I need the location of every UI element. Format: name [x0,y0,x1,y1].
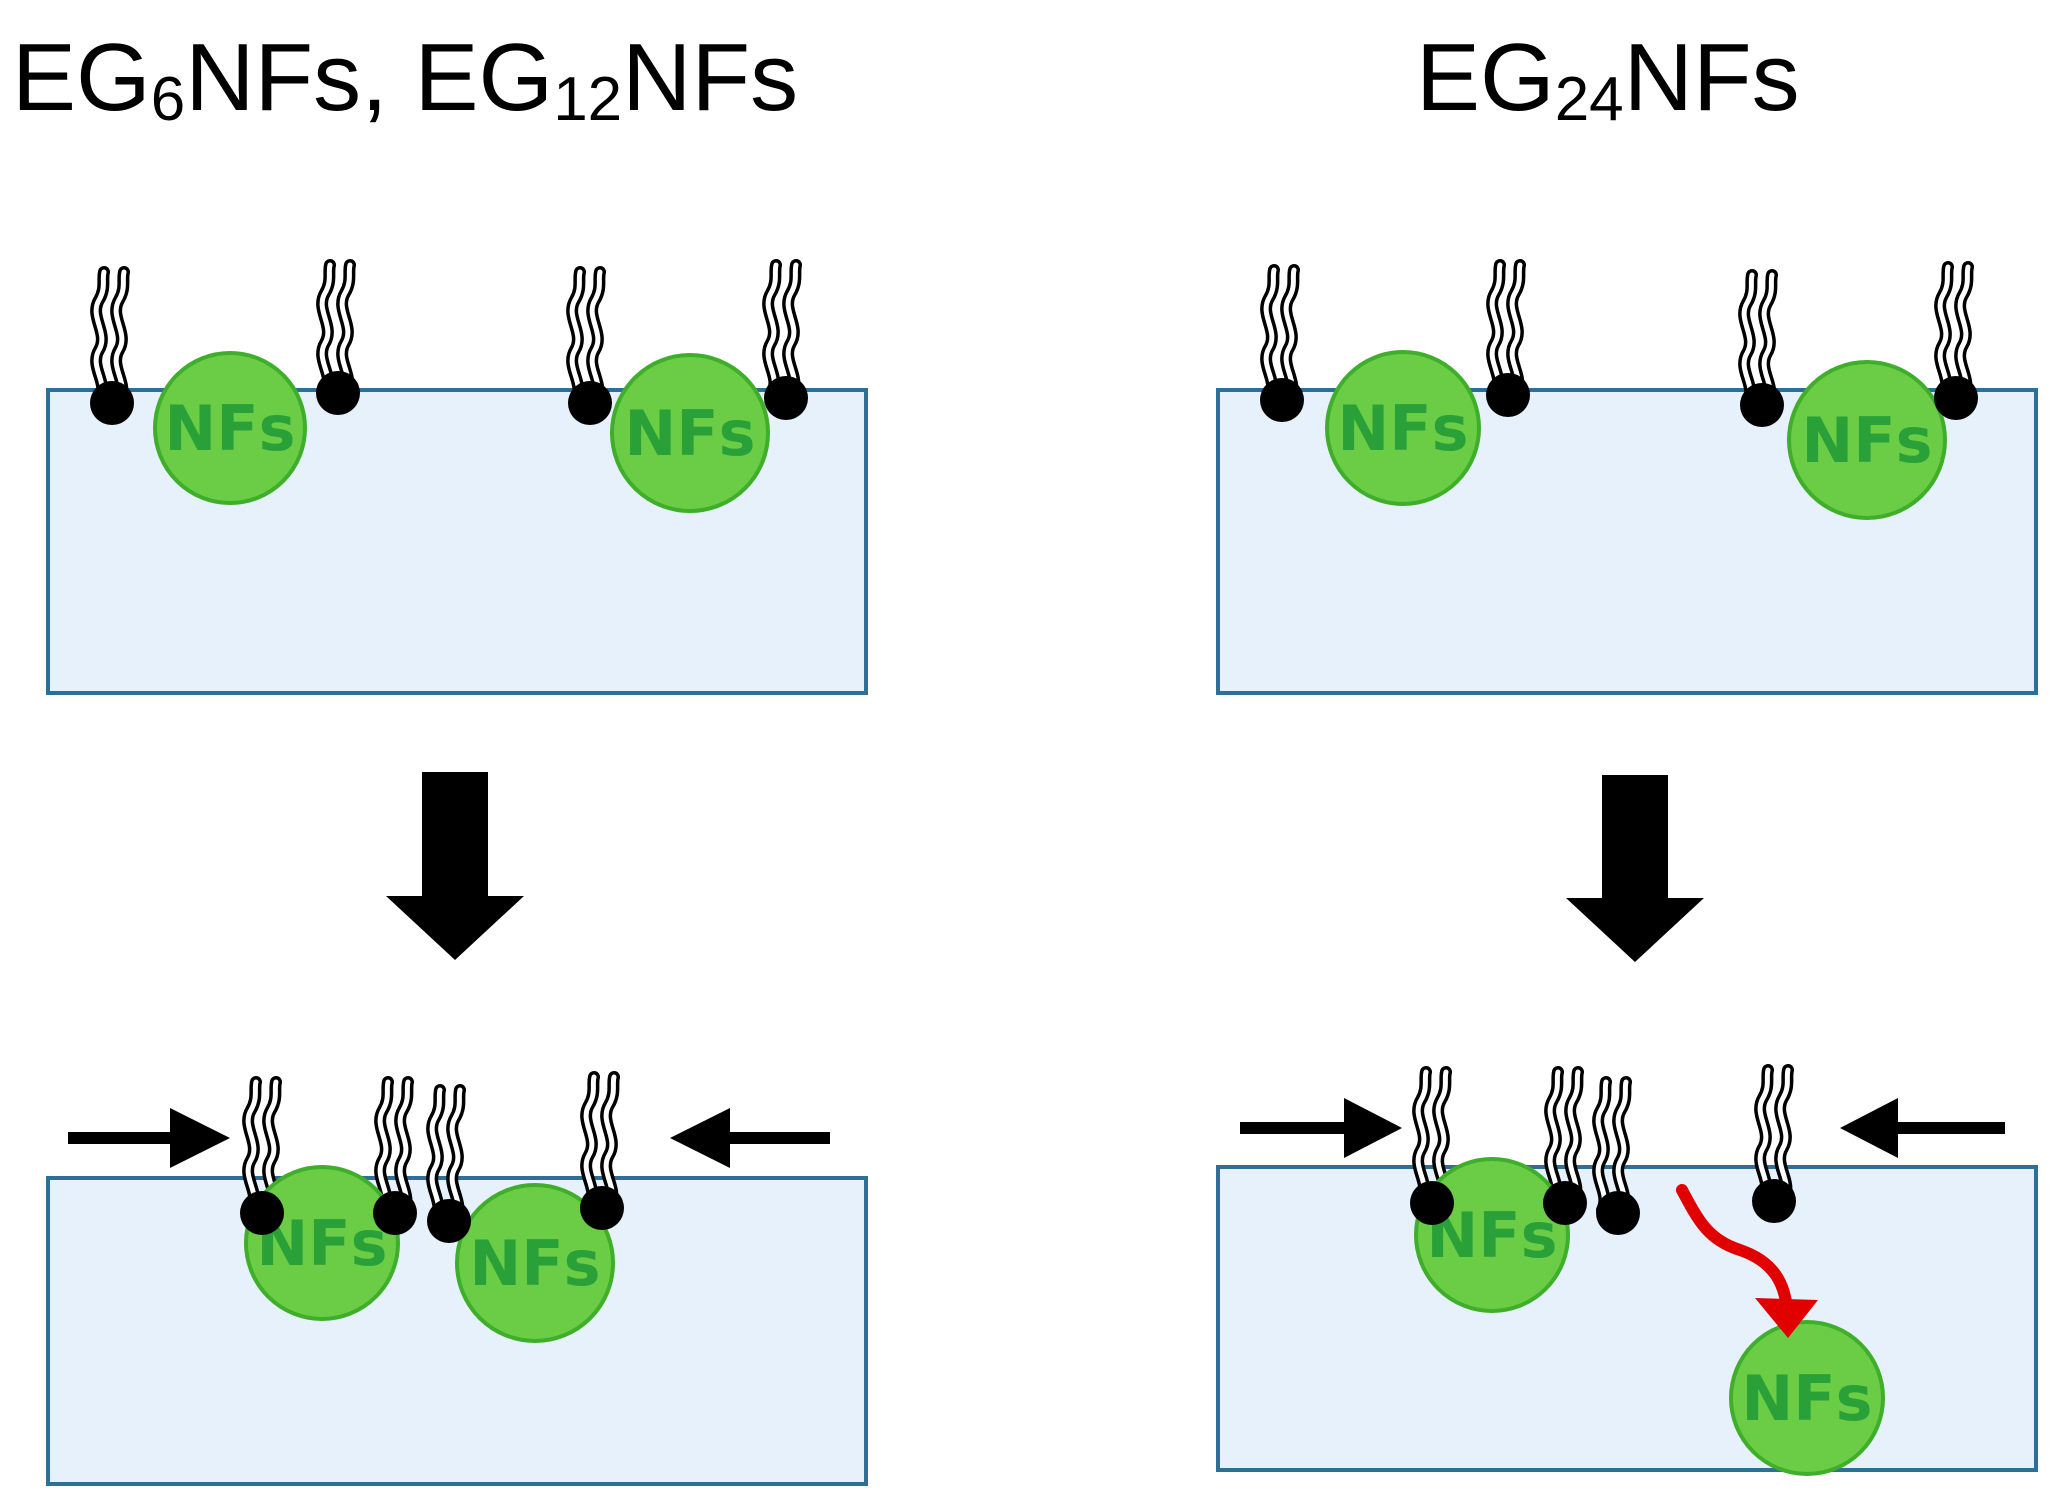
ligand-anchor [1596,1191,1640,1235]
svg-text:NFs: NFs [1337,392,1468,465]
svg-text:NFs: NFs [1741,1362,1872,1435]
ligand-chain [768,265,796,393]
ligand-anchor [90,381,134,425]
ligand-anchor [1934,376,1978,420]
ligand-anchor [1752,1179,1796,1223]
ligand-anchors [90,371,1978,1243]
particles: NFs NFs NFs NFs NFs NFs NFs NFs [153,350,1947,1476]
svg-text:NFs: NFs [1801,404,1932,477]
particle: NFs [1414,1157,1570,1313]
ligand-anchor [1740,383,1784,427]
ligand-anchor [373,1191,417,1235]
down-arrow-right [1566,775,1704,962]
title-right: EG24NFs [1416,24,1800,134]
ligand-chain [1940,267,1968,395]
particle: NFs [455,1183,615,1343]
svg-text:NFs: NFs [469,1227,600,1300]
particle: NFs [153,351,307,505]
ligand-anchor [764,376,808,420]
title-left: EG6NFs, EG12NFs [12,24,798,134]
particle: NFs [610,353,770,513]
particle: NFs [1787,360,1947,520]
particle: NFs [244,1165,400,1321]
svg-text:NFs: NFs [624,397,755,470]
ligand-anchor [1486,373,1530,417]
compress-arrow-left-panel-right [670,1108,830,1168]
ligand-anchor [1410,1181,1454,1225]
migration-arrow [1676,1184,1818,1338]
ligand-anchor [427,1199,471,1243]
svg-text:NFs: NFs [164,392,295,465]
ligand-anchor [316,371,360,415]
ligand-anchor [1260,378,1304,422]
compress-arrow-right-panel-right [1840,1098,2005,1158]
ligand-chain [96,272,124,400]
ligand-anchor [568,381,612,425]
particle: NFs [1729,1320,1885,1476]
compress-arrow-right-panel-left [1240,1098,1402,1158]
ligand-anchor [1543,1181,1587,1225]
compress-arrow-left-panel-left [68,1108,230,1168]
down-arrow-left [386,772,524,960]
ligand-anchor [240,1191,284,1235]
ligand-anchor [580,1186,624,1230]
particle: NFs [1325,350,1481,506]
ligand-chain [572,272,600,400]
